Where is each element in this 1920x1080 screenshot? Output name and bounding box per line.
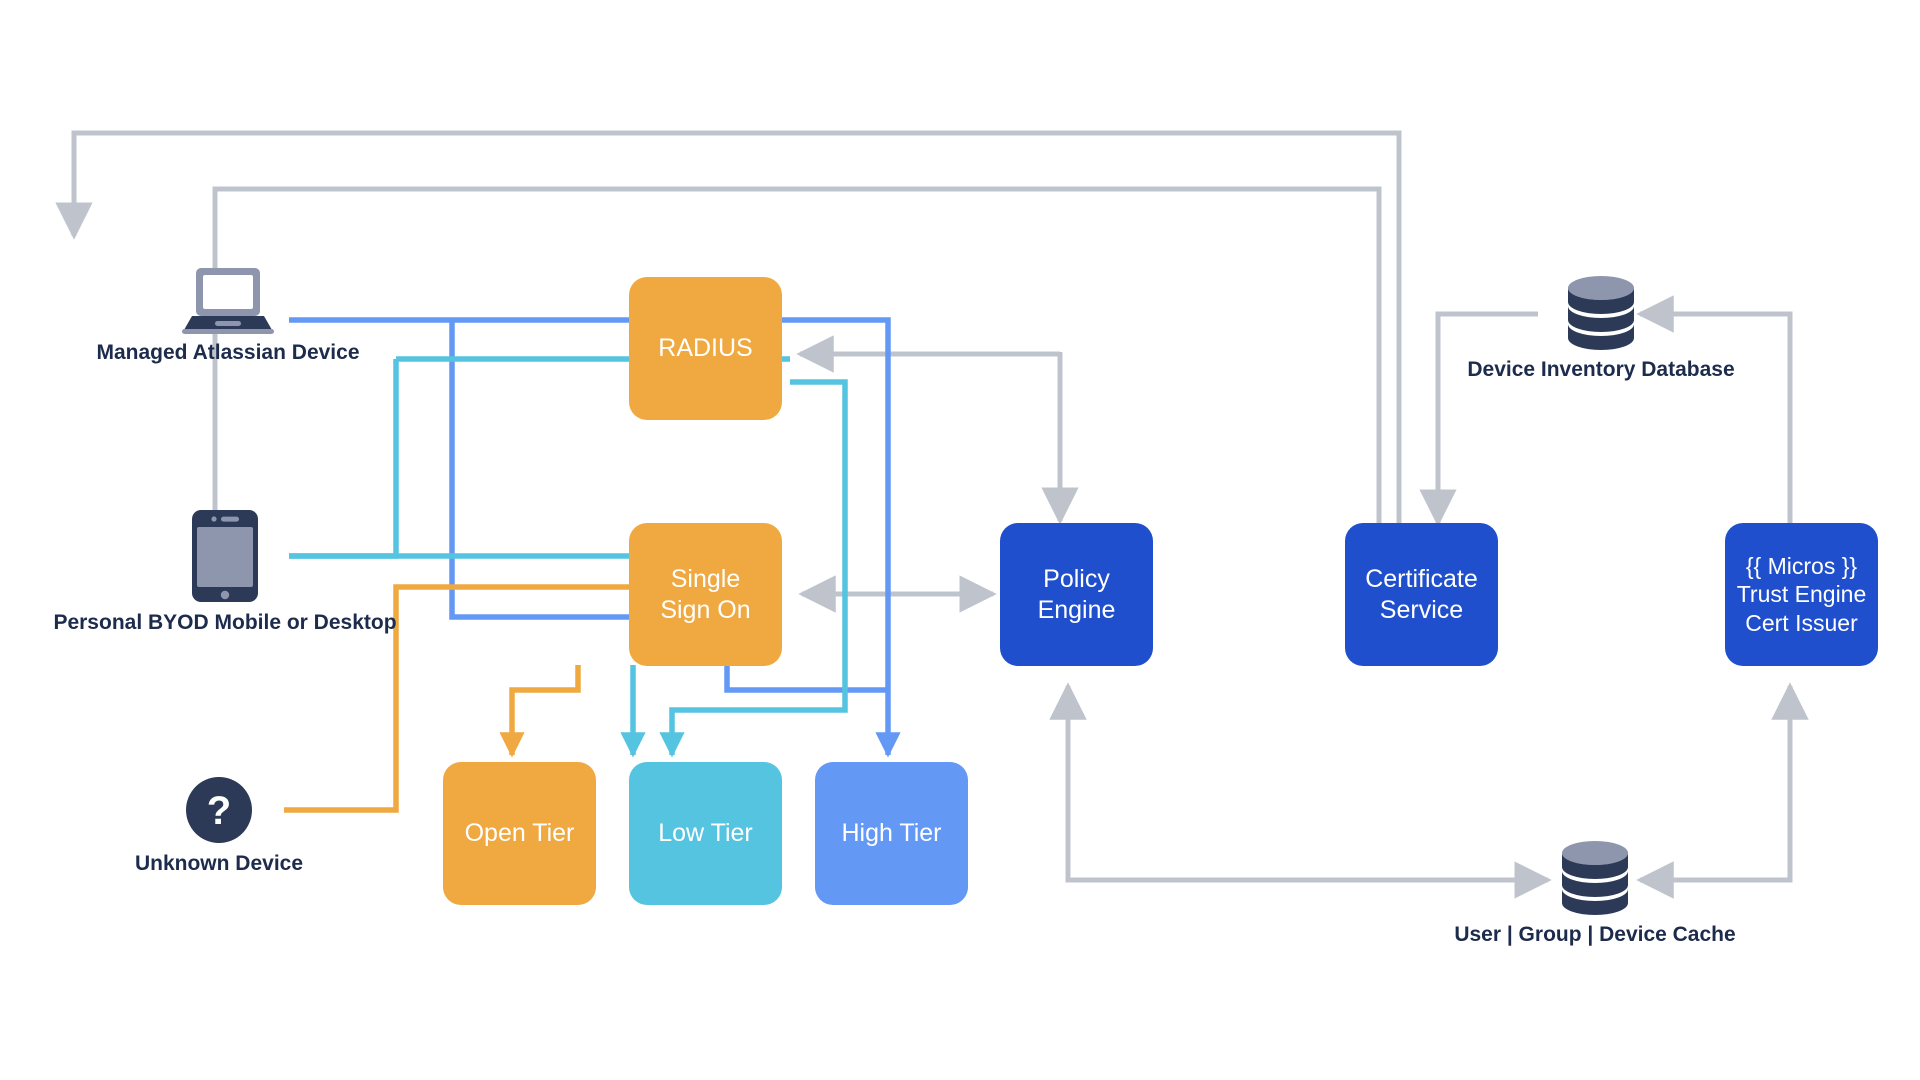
wire-unknown-device-to-sso (284, 584, 633, 813)
database-icon (1568, 276, 1634, 350)
datastore-inventory-label-line2: Database (1641, 358, 1735, 381)
service-policy-label-line1: Policy (1043, 565, 1110, 593)
service-trust-engine[interactable]: {{ Micros }} Trust Engine Cert Issuer (1725, 523, 1878, 666)
wire-trust-engine-to-cache (1636, 682, 1809, 899)
question-mark-icon: ? (186, 777, 252, 843)
datastore-cache-label-line1: User | Group | Device Cache (1454, 923, 1736, 946)
device-byod-label: Personal BYOD Mobile or Desktop (53, 610, 396, 636)
service-sso-label-line2: Sign On (660, 595, 751, 624)
smartphone-icon (192, 510, 258, 602)
service-sso-label-line1: Single (670, 565, 741, 593)
wire-radius-to-high-tier (790, 317, 901, 758)
device-unknown-label-line1: Unknown Device (134, 852, 304, 875)
datastore-cache-label: User | Group | Device Cache (1454, 922, 1735, 948)
wire-managed-device-to-sso (449, 320, 633, 620)
device-managed-label-line1: Managed (96, 341, 188, 364)
datastore-user-group-device-cache[interactable]: User | Group | Device Cache (1454, 840, 1736, 946)
laptop-icon (182, 268, 274, 334)
tier-low-label: Low Tier (658, 819, 753, 848)
device-personal-byod[interactable]: Personal BYOD Mobile or Desktop (53, 510, 397, 634)
device-managed-label-line2: Atlassian Device (192, 341, 360, 364)
wire-trust-engine-to-inventory (1636, 295, 1793, 523)
wire-cert-to-byod-device (196, 186, 1382, 560)
database-icon (1562, 841, 1628, 915)
device-byod-label-line2: Mobile or Desktop (214, 611, 397, 634)
device-managed-atlassian-device[interactable]: Managed Atlassian Device (96, 264, 360, 364)
device-unknown-device[interactable]: ? Unknown Device (135, 777, 303, 875)
service-policy-engine[interactable]: Policy Engine (1000, 523, 1153, 666)
device-byod-label-line1: Personal BYOD (53, 611, 209, 634)
wire-cert-to-managed-device (55, 130, 1402, 530)
wire-managed-device-low-to-radius (289, 359, 399, 559)
tier-low-tier[interactable]: Low Tier (629, 762, 782, 905)
service-cert-label-line1: Certificate (1365, 565, 1478, 593)
wire-sso-to-high-tier (724, 665, 888, 693)
service-cert-label-line2: Service (1379, 595, 1464, 624)
wire-sso-to-open-tier (499, 665, 581, 758)
service-single-sign-on[interactable]: Single Sign On (629, 523, 782, 666)
service-policy-label-line2: Engine (1037, 595, 1116, 624)
tier-high-tier[interactable]: High Tier (815, 762, 968, 905)
service-trust-label-line3: Cert Issuer (1745, 609, 1858, 636)
tier-open-label: Open Tier (464, 819, 575, 848)
wire-policy-to-radius (796, 335, 1063, 373)
datastore-inventory-label-line1: Device Inventory (1467, 358, 1636, 381)
datastore-device-inventory-database[interactable]: Device Inventory Database (1467, 275, 1735, 381)
svg-text:?: ? (207, 789, 231, 833)
wire-radius-to-low-tier (659, 379, 848, 758)
tier-open-tier[interactable]: Open Tier (443, 762, 596, 905)
service-trust-label-line1: {{ Micros }} (1745, 553, 1858, 580)
wire-cache-to-policy-engine (1049, 682, 1552, 899)
wire-inventory-to-cert-service (1419, 311, 1538, 527)
datastore-inventory-label: Device Inventory Database (1467, 357, 1734, 383)
service-trust-label-line2: Trust Engine (1736, 581, 1867, 608)
device-managed-label: Managed Atlassian Device (96, 340, 359, 366)
tier-high-label: High Tier (841, 819, 942, 848)
service-certificate-service[interactable]: Certificate Service (1345, 523, 1498, 666)
service-radius-label: RADIUS (658, 334, 753, 363)
device-unknown-label: Unknown Device (135, 851, 303, 877)
service-radius[interactable]: RADIUS (629, 277, 782, 420)
